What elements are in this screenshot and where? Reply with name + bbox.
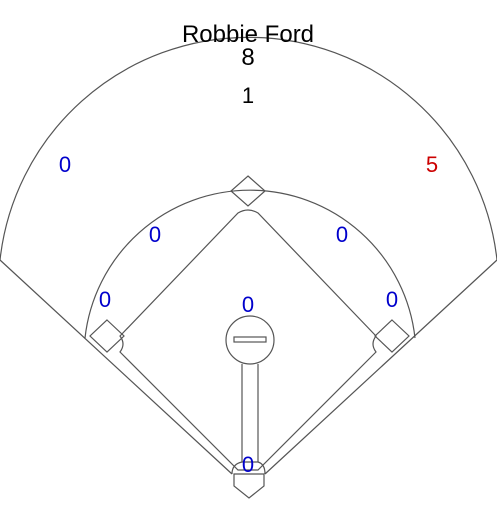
home-plate [233,473,265,499]
zone-infield-left-deep: 0 [148,222,162,247]
zone-infield-right-deep: 0 [335,222,349,247]
player-name: Robbie Ford [181,21,315,48]
infield-grass-arc [84,189,416,339]
zone-outfield-left: 0 [58,152,72,177]
zone-outfield-center: 1 [241,83,255,108]
outfield-fence [0,36,497,261]
zone-third-base-line: 0 [98,287,112,312]
home-plate-cutout [231,461,266,475]
infield-diamond [119,209,377,471]
first-base [374,319,410,353]
zone-home-plate: 0 [241,452,255,477]
zone-first-base-line: 0 [385,287,399,312]
zone-infield-center: 0 [241,292,255,317]
total-count: 8 [241,44,255,71]
left-foul-line [0,259,233,475]
zone-outfield-right: 5 [425,152,439,177]
pitchers-mound [225,315,275,365]
pitchers-rubber [233,336,267,343]
second-base [230,175,266,207]
third-base [89,319,125,353]
right-foul-line [264,259,497,475]
